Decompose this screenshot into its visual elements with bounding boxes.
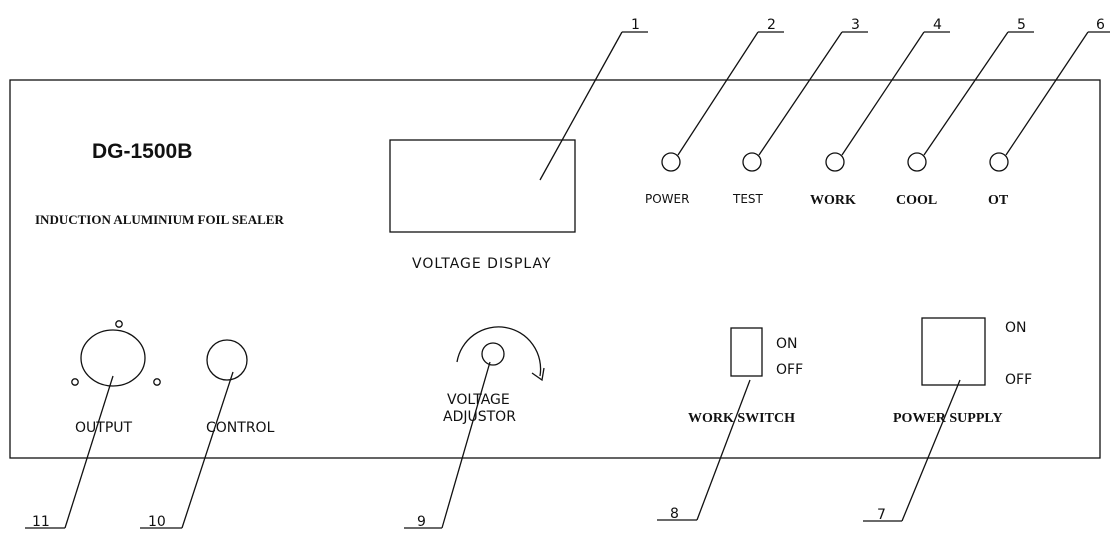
test-indicator-label: TEST	[732, 192, 764, 206]
callout-6-leader	[1005, 31, 1089, 156]
test-indicator-lamp-icon	[742, 152, 762, 172]
output-pin-top-icon	[115, 320, 123, 328]
power-supply-rocker-icon	[921, 317, 986, 386]
voltage-display-window	[389, 139, 576, 233]
cool-indicator-label: COOL	[896, 193, 937, 208]
callout-1-number: 1	[631, 17, 640, 33]
callout-8: 8	[657, 379, 751, 522]
indicator-ot: OT 6	[988, 17, 1110, 208]
power-supply-label: POWER SUPPLY	[893, 411, 1003, 426]
callout-2-number: 2	[767, 17, 776, 33]
product-subtitle: INDUCTION ALUMINIUM FOIL SEALER	[35, 212, 284, 227]
output-label: OUTPUT	[75, 420, 133, 436]
control-label: CONTROL	[206, 420, 275, 436]
power-supply-on-label: ON	[1005, 320, 1027, 336]
work-switch-label: WORK SWITCH	[688, 411, 795, 426]
indicator-cool: COOL 5	[896, 17, 1034, 208]
callout-9-leader	[441, 361, 491, 529]
power-indicator-lamp-icon	[661, 152, 681, 172]
callout-5-number: 5	[1017, 17, 1026, 33]
callout-8-leader	[696, 379, 751, 521]
voltage-adjustor-arc-icon	[456, 326, 542, 377]
work-switch: ON OFF WORK SWITCH	[688, 327, 803, 426]
callout-5-leader	[923, 31, 1009, 156]
callout-4-number: 4	[933, 17, 942, 33]
indicator-work: WORK 4	[810, 17, 950, 208]
callout-6-number: 6	[1096, 17, 1105, 33]
callout-8-number: 8	[670, 506, 679, 522]
callout-7-number: 7	[877, 507, 886, 523]
output-connector: OUTPUT	[71, 320, 161, 436]
callout-1-leader	[539, 31, 623, 181]
callout-11-number: 11	[32, 514, 50, 530]
callout-11: 11	[25, 375, 114, 530]
callout-7-leader	[901, 379, 961, 522]
output-pin-left-icon	[71, 378, 79, 386]
work-indicator-lamp-icon	[825, 152, 845, 172]
front-panel-outline	[9, 79, 1101, 459]
callout-4-leader	[841, 31, 925, 156]
ot-indicator-label: OT	[988, 193, 1009, 208]
work-switch-rocker-icon	[730, 327, 763, 377]
work-switch-on-label: ON	[776, 336, 798, 352]
voltage-display-label: VOLTAGE DISPLAY	[412, 256, 552, 272]
callout-7: 7	[863, 379, 961, 523]
model-title: DG-1500B	[92, 140, 192, 163]
control-connector: CONTROL	[206, 339, 275, 436]
power-supply-off-label: OFF	[1005, 372, 1032, 388]
indicator-test: TEST 3	[732, 17, 868, 206]
control-connector-socket-icon	[206, 339, 248, 381]
output-connector-socket-icon	[80, 329, 146, 387]
work-switch-off-label: OFF	[776, 362, 803, 378]
voltage-adjustor-knob-icon	[481, 342, 505, 366]
voltage-adjustor: VOLTAGE ADJUSTOR	[443, 326, 545, 425]
callout-3-leader	[758, 31, 843, 156]
callout-3-number: 3	[851, 17, 860, 33]
callout-10: 10	[140, 371, 234, 530]
callout-9: 9	[404, 361, 491, 530]
power-supply-switch: ON OFF POWER SUPPLY	[893, 317, 1032, 426]
cool-indicator-lamp-icon	[907, 152, 927, 172]
voltage-adjustor-arrow-icon	[531, 367, 545, 382]
power-indicator-label: POWER	[645, 192, 689, 206]
callout-11-leader	[64, 375, 114, 529]
indicator-power: POWER 2	[645, 17, 784, 206]
voltage-adjustor-label-line2: ADJUSTOR	[443, 409, 516, 425]
callout-9-number: 9	[417, 514, 426, 530]
output-pin-right-icon	[153, 378, 161, 386]
callout-10-leader	[181, 371, 234, 529]
callout-10-number: 10	[148, 514, 166, 530]
work-indicator-label: WORK	[810, 193, 856, 208]
callout-2-leader	[677, 31, 759, 156]
ot-indicator-lamp-icon	[989, 152, 1009, 172]
